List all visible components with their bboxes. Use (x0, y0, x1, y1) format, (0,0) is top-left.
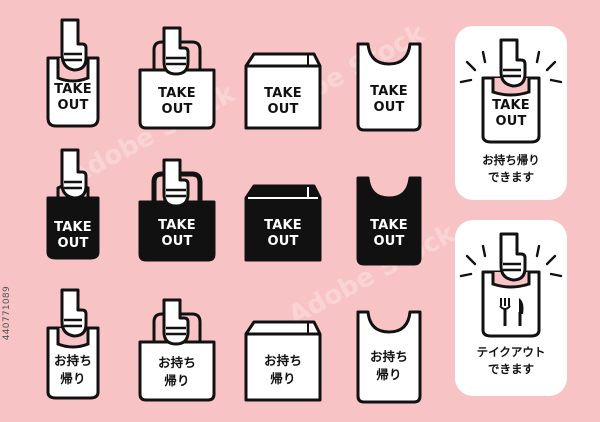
omochikaeri-label: お持ち帰り (53, 353, 93, 386)
card-message: テイクアウト できます (476, 345, 546, 376)
hand-bag-sparkle-icon (459, 38, 563, 144)
card-message: お持ち帰り できます (482, 153, 540, 184)
takeout-ok-card: テイクアウト できます (455, 220, 567, 396)
knife-icon (518, 298, 524, 326)
hand-bag-cutlery-icon (459, 232, 563, 338)
paper-bag-jp-icon: お持ち帰り (242, 320, 324, 404)
omochikaeri-label: お持ち帰り (157, 355, 197, 388)
stock-id: 440771089 (2, 286, 12, 341)
omochikaeri-label: お持ち帰り (263, 353, 303, 386)
hand-shopping-bag-jp-icon: お持ち帰り (130, 298, 224, 404)
plastic-bag-jp-icon: お持ち帰り (354, 306, 424, 404)
hand-tote-bag-jp-icon: お持ち帰り (30, 288, 116, 400)
omochikaeri-label: お持ち帰り (369, 349, 409, 382)
fork-icon (499, 298, 511, 326)
